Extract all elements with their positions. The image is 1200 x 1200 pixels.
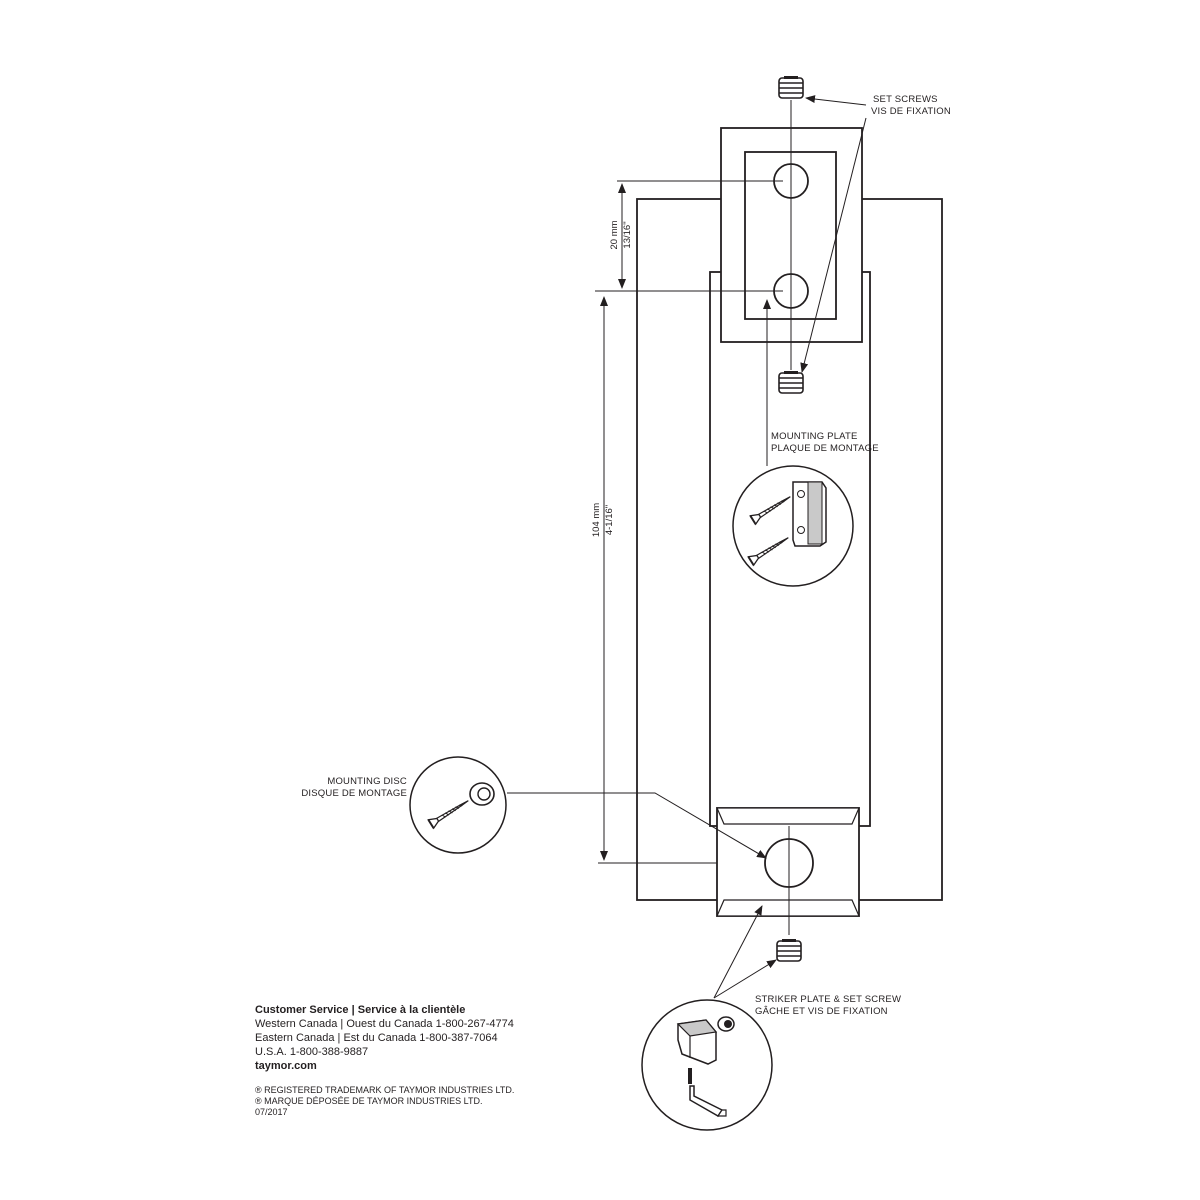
mounting-disc-label-en: MOUNTING DISC (327, 776, 407, 787)
dimension-4-1-16: 4-1/16" (604, 505, 615, 535)
set-screw-icon (776, 938, 802, 962)
customer-service-title: Customer Service | Service à la clientèl… (255, 1004, 466, 1016)
mounting-disc-icon (469, 782, 495, 806)
set-screw-icon (778, 75, 804, 99)
eastern-canada-phone: Eastern Canada | Est du Canada 1-800-387… (255, 1032, 498, 1044)
trademark-en: ® REGISTERED TRADEMARK OF TAYMOR INDUSTR… (255, 1085, 515, 1095)
set-screw-icon (778, 370, 804, 394)
website-link[interactable]: taymor.com (255, 1060, 317, 1072)
mounting-disc-detail (409, 756, 507, 854)
set-screws-label-fr: VIS DE FIXATION (871, 106, 951, 117)
mounting-plate-label-en: MOUNTING PLATE (771, 431, 858, 442)
striker-leader-plate (713, 905, 763, 999)
dimension-13-16: 13/16" (622, 221, 633, 248)
mounting-disc-leader (507, 792, 767, 859)
striker-leader-screw (713, 959, 777, 999)
set-screws-label-en: SET SCREWS (873, 94, 938, 105)
mounting-disc-label-fr: DISQUE DE MONTAGE (301, 788, 407, 799)
customer-service-footer: Customer Service | Service à la clientèl… (255, 1003, 615, 1118)
hex-key-icon (688, 1068, 727, 1117)
striker-plate-icon (676, 1019, 718, 1065)
trademark-fr: ® MARQUE DÉPOSÉE DE TAYMOR INDUSTRIES LT… (255, 1096, 483, 1106)
mounting-plate-label-fr: PLAQUE DE MONTAGE (771, 443, 879, 454)
usa-phone: U.S.A. 1-800-388-9887 (255, 1046, 369, 1058)
set-screws-leader-top (805, 95, 867, 106)
small-set-screw-icon (717, 1016, 735, 1032)
revision-date: 07/2017 (255, 1107, 288, 1117)
striker-plate-label-en: STRIKER PLATE & SET SCREW (755, 994, 901, 1005)
legal-block: ® REGISTERED TRADEMARK OF TAYMOR INDUSTR… (255, 1085, 615, 1118)
dimension-20mm: 20 mm (609, 220, 620, 249)
striker-plate-label-fr: GÂCHE ET VIS DE FIXATION (755, 1006, 888, 1017)
dimension-104mm: 104 mm (591, 503, 602, 537)
western-canada-phone: Western Canada | Ouest du Canada 1-800-2… (255, 1018, 514, 1030)
mounting-plate-icon (792, 481, 827, 547)
striker-plate-detail (641, 999, 773, 1131)
set-screws-leader-bottom (800, 117, 867, 373)
